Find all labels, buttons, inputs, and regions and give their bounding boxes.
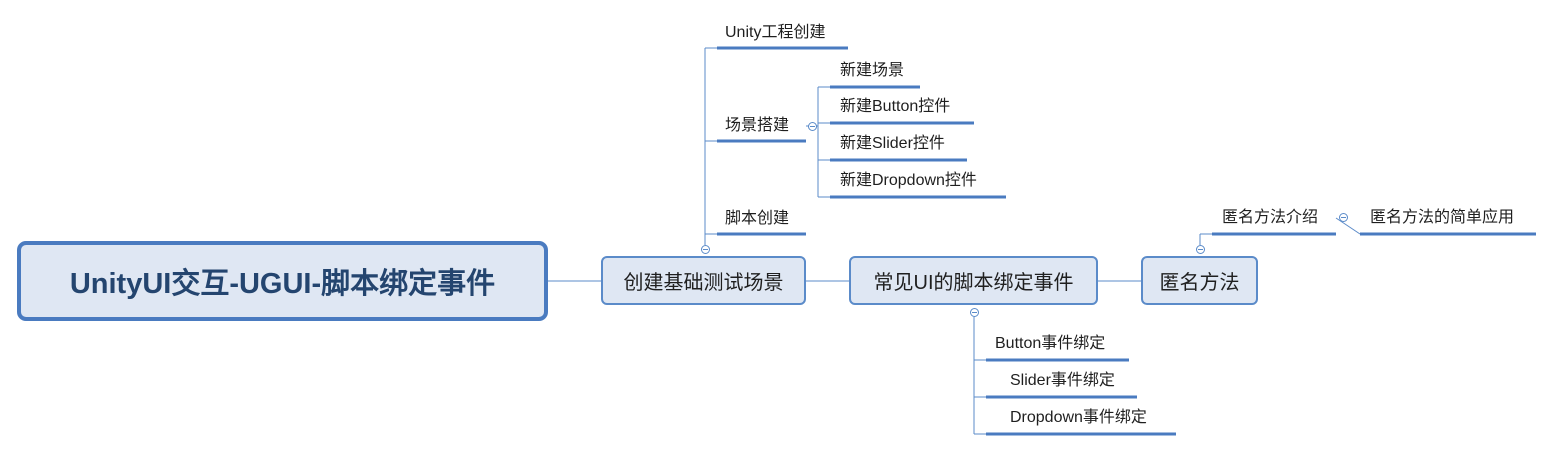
main-topic-create-test-scene[interactable]: 创建基础测试场景 [601, 256, 806, 305]
subtopic-new-slider[interactable]: 新建Slider控件 [840, 135, 945, 152]
subtopic-unity-project[interactable]: Unity工程创建 [725, 24, 826, 41]
subtopic-new-button[interactable]: 新建Button控件 [840, 98, 951, 115]
collapse-toggle-icon[interactable] [1339, 213, 1348, 222]
central-topic[interactable]: UnityUI交互-UGUI-脚本绑定事件 [17, 241, 548, 321]
subtopic-script-create[interactable]: 脚本创建 [725, 210, 790, 227]
subtopic-anonymous-usage[interactable]: 匿名方法的简单应用 [1370, 209, 1515, 226]
subtopic-button-event[interactable]: Button事件绑定 [995, 335, 1106, 352]
subtopic-anonymous-intro[interactable]: 匿名方法介绍 [1222, 209, 1319, 226]
subtopic-new-scene[interactable]: 新建场景 [840, 62, 905, 79]
collapse-toggle-icon[interactable] [970, 308, 979, 317]
subtopic-scene-setup[interactable]: 场景搭建 [725, 117, 790, 134]
collapse-toggle-icon[interactable] [1196, 245, 1205, 254]
collapse-toggle-icon[interactable] [808, 122, 817, 131]
subtopic-slider-event[interactable]: Slider事件绑定 [1010, 372, 1115, 389]
collapse-toggle-icon[interactable] [701, 245, 710, 254]
subtopic-dropdown-event[interactable]: Dropdown事件绑定 [1010, 409, 1147, 426]
subtopic-new-dropdown[interactable]: 新建Dropdown控件 [840, 172, 977, 189]
main-topic-ui-event-binding[interactable]: 常见UI的脚本绑定事件 [849, 256, 1098, 305]
main-topic-anonymous-method[interactable]: 匿名方法 [1141, 256, 1258, 305]
